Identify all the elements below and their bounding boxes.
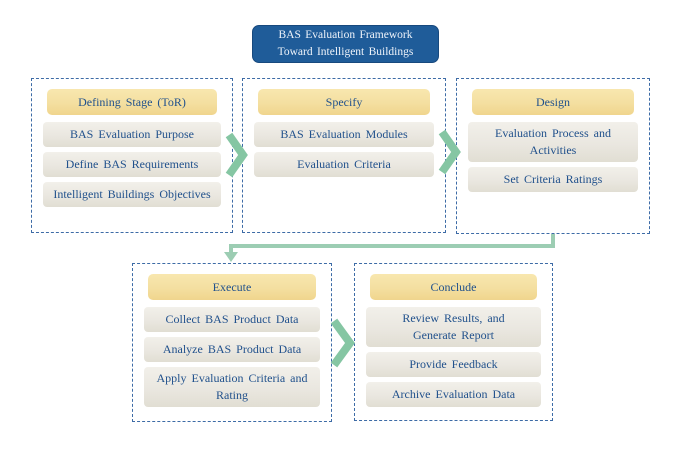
stage-header: Specify [258, 89, 430, 115]
stage-item: Collect BAS Product Data [144, 307, 320, 332]
stage-conclude: Conclude Review Results, and Generate Re… [354, 263, 553, 421]
stage-item: Intelligent Buildings Objectives [43, 182, 221, 207]
stage-header: Conclude [370, 274, 537, 300]
stage-defining-tor: Defining Stage (ToR) BAS Evaluation Purp… [31, 78, 233, 233]
stage-item: Analyze BAS Product Data [144, 337, 320, 362]
stage-item: Archive Evaluation Data [366, 381, 541, 407]
stage-execute: Execute Collect BAS Product Data Analyze… [132, 263, 332, 422]
stage-item: Review Results, and Generate Report [366, 307, 541, 347]
stage-design: Design Evaluation Process and Activities… [456, 78, 650, 234]
stage-item: Evaluation Criteria [254, 152, 434, 177]
stage-item: BAS Evaluation Modules [254, 122, 434, 147]
stage-header: Design [472, 89, 634, 115]
framework-title: BAS Evaluation Framework Toward Intellig… [277, 29, 414, 58]
stage-item: BAS Evaluation Purpose [43, 122, 221, 147]
stage-item: Set Criteria Ratings [468, 166, 638, 192]
stage-item: Apply Evaluation Criteria and Rating [144, 367, 320, 407]
stage-specify: Specify BAS Evaluation Modules Evaluatio… [242, 78, 446, 233]
stage-item: Evaluation Process and Activities [468, 122, 638, 162]
stage-header: Defining Stage (ToR) [47, 89, 217, 115]
stage-header: Execute [148, 274, 316, 300]
flow-chevron-icon [330, 318, 355, 368]
framework-title-box: BAS Evaluation Framework Toward Intellig… [252, 25, 439, 63]
stage-item: Provide Feedback [366, 351, 541, 377]
stage-item: Define BAS Requirements [43, 152, 221, 177]
